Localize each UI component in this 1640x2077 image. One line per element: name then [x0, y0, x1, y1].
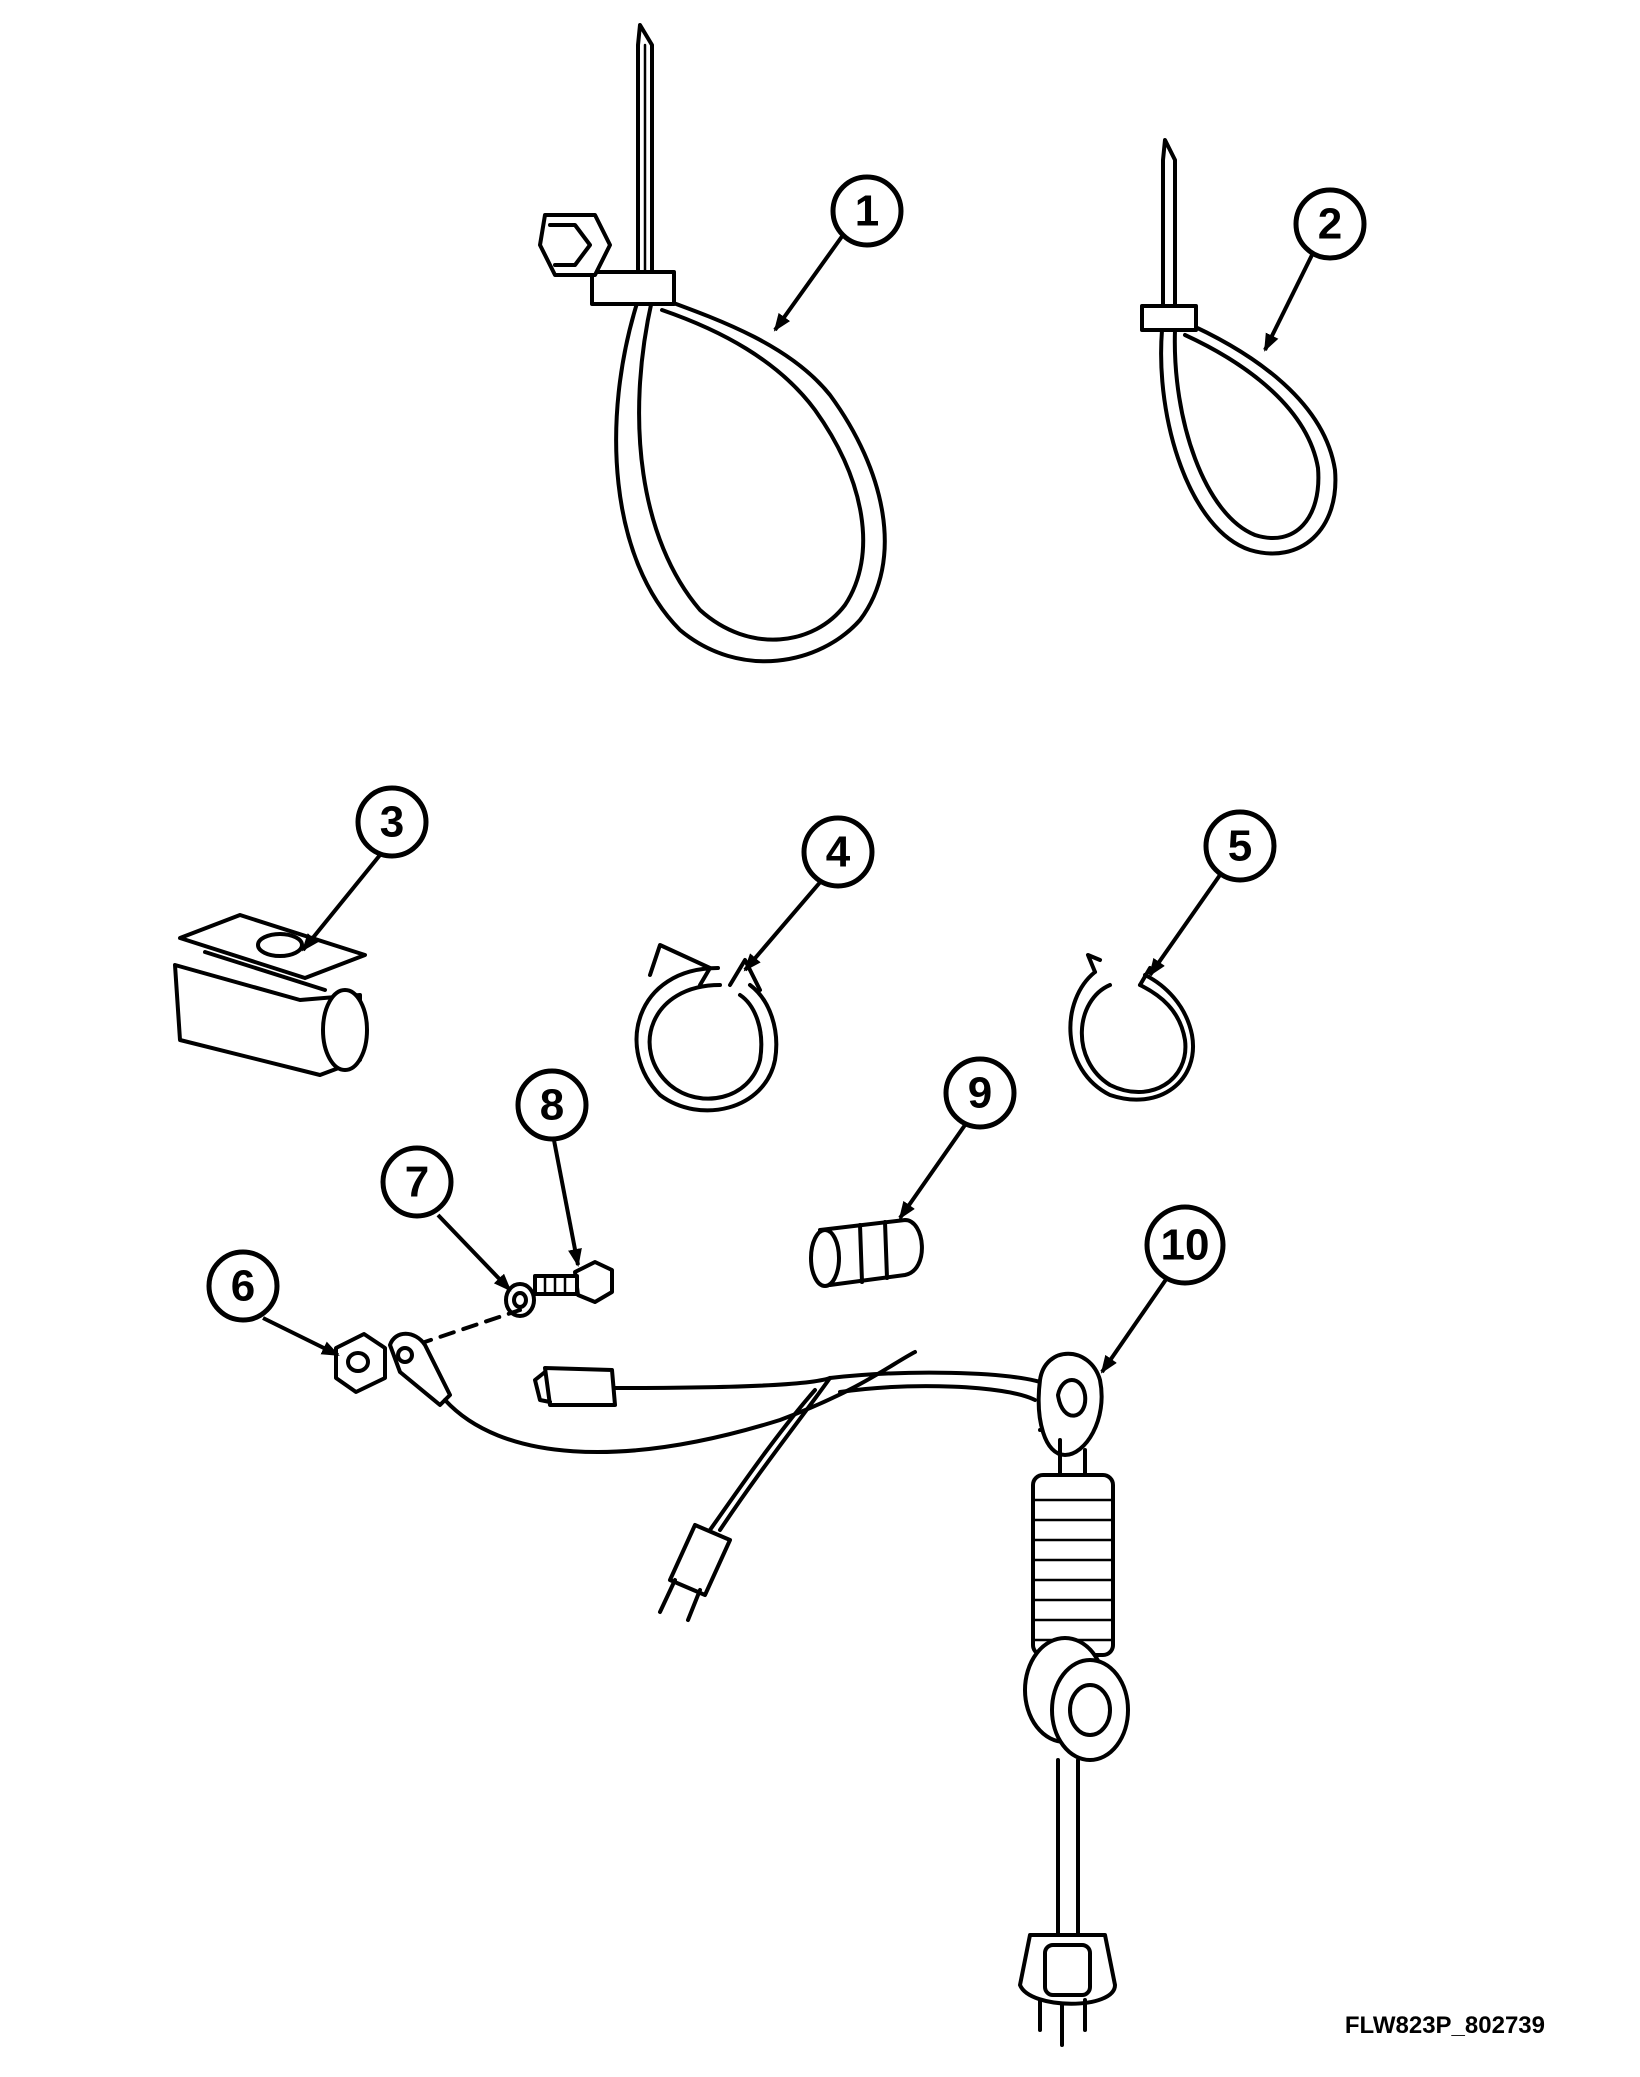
callout-10-label: 10 — [1161, 1221, 1210, 1270]
callout-5-label: 5 — [1228, 822, 1252, 871]
part-2-cable-tie — [1140, 138, 1338, 556]
callout-3-label: 3 — [380, 798, 404, 847]
part-4-cable-clamp — [634, 943, 779, 1113]
leader-lines — [262, 233, 1314, 1374]
callout-3: 3 — [355, 785, 429, 859]
callout-10: 10 — [1144, 1204, 1226, 1286]
part-8-screw — [533, 1260, 614, 1304]
callout-8: 8 — [515, 1068, 589, 1142]
callout-1: 1 — [830, 174, 904, 248]
callout-6: 6 — [206, 1249, 280, 1323]
callout-2-label: 2 — [1318, 200, 1342, 249]
part-6-nut — [334, 1332, 387, 1394]
callout-1-label: 1 — [855, 187, 879, 236]
part-9-grommet — [809, 1218, 924, 1288]
callout-4: 4 — [801, 815, 875, 889]
callout-7: 7 — [380, 1145, 454, 1219]
part-3-clip-bracket — [173, 913, 369, 1077]
part-7-lock-washer — [504, 1282, 536, 1318]
callout-2: 2 — [1293, 187, 1367, 261]
callout-7-label: 7 — [405, 1158, 429, 1207]
callout-6-label: 6 — [231, 1262, 255, 1311]
callout-5: 5 — [1203, 809, 1277, 883]
part-1-cable-tie-with-mount — [538, 23, 887, 664]
part-5-cable-clamp — [1068, 953, 1196, 1102]
callout-9: 9 — [943, 1056, 1017, 1130]
callout-9-label: 9 — [968, 1069, 992, 1118]
drawing-id-label: FLW823P_802739 — [1344, 2012, 1545, 2039]
part-10-power-cord-harness — [388, 1308, 1130, 2047]
callout-8-label: 8 — [540, 1081, 564, 1130]
callout-4-label: 4 — [826, 828, 851, 877]
